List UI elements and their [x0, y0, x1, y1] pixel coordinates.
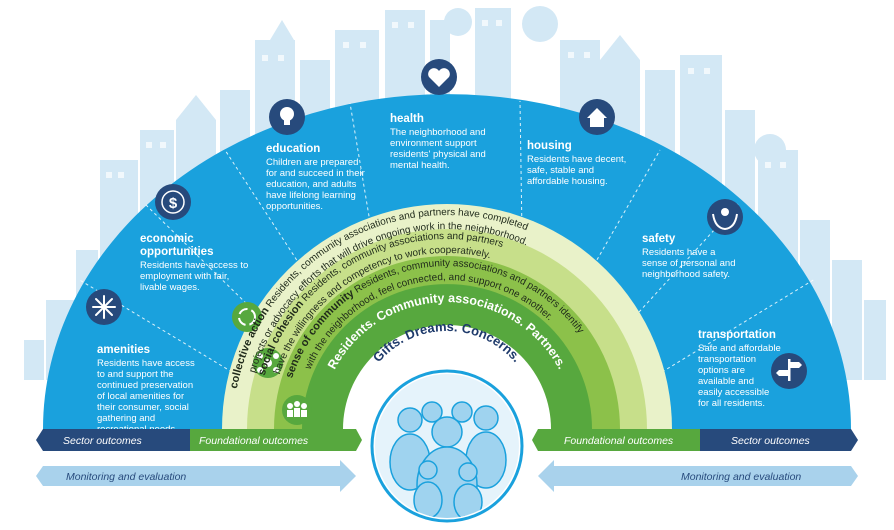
foundational-outcomes-right-bar	[532, 429, 700, 451]
svg-text:transportation: transportation	[698, 329, 776, 341]
svg-text:Residents have a sense o: Residents have a sense of personal and n…	[642, 247, 738, 280]
sector-outcomes-left-bar	[36, 429, 190, 451]
svg-text:education: education	[266, 143, 320, 155]
lightbulb-icon	[269, 99, 305, 135]
dollar-icon: $	[155, 184, 191, 220]
community-circle	[370, 369, 524, 523]
sector-education: education Children are prepared for and …	[266, 143, 367, 212]
sector-safety: safety Residents have a sense of persona…	[642, 233, 738, 280]
svg-text:housing: housing	[527, 140, 572, 152]
svg-text:amenities: amenities	[97, 344, 150, 356]
sector-dividers	[77, 100, 816, 373]
svg-text:health: health	[390, 113, 424, 125]
sector-transportation: transportation Safe and affordable trans…	[698, 329, 783, 409]
outcomes-strip: Sector outcomes Foundational outcomes Fo…	[36, 429, 858, 451]
svg-text:economic: economic	[140, 233, 194, 245]
svg-text:The neighborhood and env: The neighborhood and environment support…	[390, 127, 488, 171]
monitoring-left-label: Monitoring and evaluation	[66, 471, 186, 483]
svg-text:safety: safety	[642, 233, 676, 245]
monitoring-right-label: Monitoring and evaluation	[681, 471, 801, 483]
monitoring-right-arrow	[538, 460, 858, 492]
monitoring-strip: Monitoring and evaluation Monitoring and…	[36, 460, 858, 492]
svg-text:Residents have decent, s: Residents have decent, safe, stable and …	[527, 154, 629, 187]
sense-of-community-icon	[282, 395, 312, 425]
community-people-icon	[375, 374, 519, 518]
sector-health: health The neighborhood and environment …	[390, 113, 488, 171]
foundational-outcomes-left-bar	[190, 429, 362, 451]
heart-icon	[421, 59, 457, 95]
signpost-icon	[771, 353, 807, 389]
svg-text:opportunities: opportunities	[140, 246, 213, 258]
sparkle-icon	[86, 289, 122, 325]
protect-hands-icon	[707, 199, 743, 235]
svg-text:Safe and affordable tran: Safe and affordable transportation optio…	[698, 343, 783, 409]
sector-outcomes-right-label: Sector outcomes	[731, 435, 811, 447]
svg-text:$: $	[169, 195, 178, 212]
social-cohesion-icon	[253, 348, 283, 378]
collective-action-icon	[232, 302, 262, 332]
sector-economic-opportunities: economic opportunities Residents have ac…	[140, 233, 251, 293]
skyline-windows	[106, 20, 786, 178]
foundational-outcomes-left-label: Foundational outcomes	[199, 435, 309, 447]
monitoring-left-arrow	[36, 460, 356, 492]
svg-text:Children are prepared fo: Children are prepared for and succeed in…	[266, 157, 367, 212]
sector-outcomes-right-bar	[700, 429, 858, 451]
sector-outcomes-left-label: Sector outcomes	[63, 435, 143, 447]
foundational-outcomes-right-label: Foundational outcomes	[564, 435, 674, 447]
sector-housing: housing Residents have decent, safe, sta…	[527, 140, 629, 187]
svg-text:Residents have access to: Residents have access to employment with…	[140, 260, 251, 293]
house-icon	[579, 99, 615, 135]
